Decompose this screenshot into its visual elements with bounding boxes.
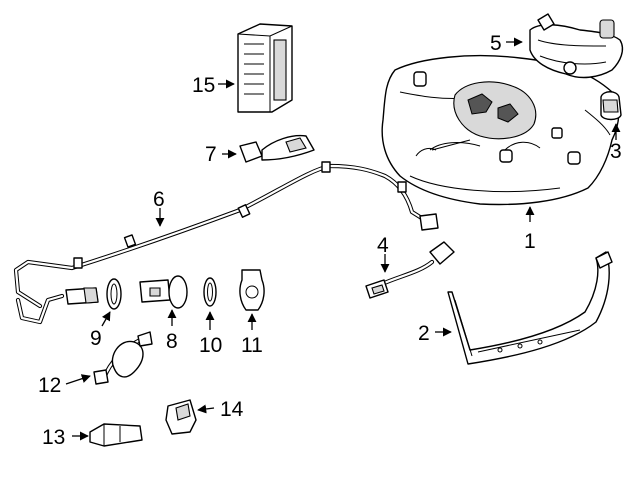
callout-14: 14	[220, 398, 244, 421]
leader-lines	[65, 37, 621, 441]
bracket-assembly-part	[529, 13, 624, 79]
callout-10: 10	[199, 334, 222, 357]
control-module-part	[237, 23, 293, 113]
hose-part	[13, 161, 439, 325]
hose-loop-part	[93, 331, 153, 385]
callout-7: 7	[205, 143, 217, 166]
callout-3: 3	[610, 140, 622, 163]
clamp-part	[165, 399, 197, 435]
callout-5: 5	[490, 32, 502, 55]
callout-13: 13	[42, 426, 65, 449]
callout-8: 8	[166, 330, 178, 353]
bracket-13-part	[89, 423, 143, 447]
callout-1: 1	[524, 230, 536, 253]
callout-4: 4	[377, 234, 389, 257]
callout-6: 6	[153, 188, 165, 211]
callout-15: 15	[192, 74, 215, 97]
valve-fitting-part	[139, 275, 188, 309]
sensor-harness-part	[365, 241, 455, 299]
fuel-tank-part	[381, 54, 620, 206]
callout-2: 2	[418, 322, 430, 345]
callout-12: 12	[38, 374, 61, 397]
o-ring-9-part	[106, 278, 122, 310]
o-ring-10-part	[203, 277, 217, 307]
tank-strap-part	[447, 251, 613, 365]
callout-11: 11	[241, 334, 263, 357]
cap-part	[600, 91, 622, 121]
retainer-clip-part	[239, 269, 265, 311]
callout-9: 9	[90, 327, 102, 350]
callout-labels: 1 2 3 4 5 6 7 8 9 10 11 12 13 14 15	[38, 32, 622, 449]
hose-connector-part	[65, 287, 99, 305]
valve-part	[239, 134, 315, 163]
